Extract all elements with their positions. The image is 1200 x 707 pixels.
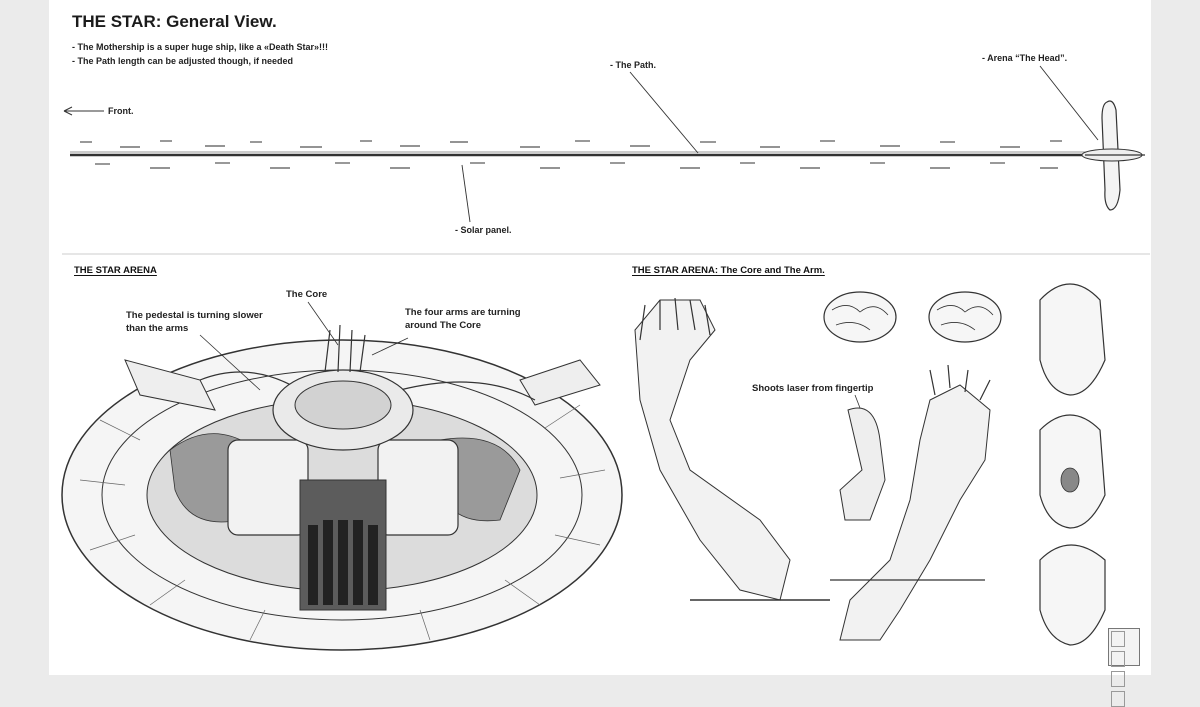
label-solar-panel: - Solar panel. <box>455 225 512 235</box>
label-four-arms-line-1: The four arms are turning <box>405 307 521 318</box>
label-the-core: The Core <box>286 289 328 300</box>
label-the-path: - The Path. <box>610 60 657 70</box>
section-title-star-arena: THE STAR ARENA <box>74 265 157 276</box>
note-mothership: - The Mothership is a super huge ship, l… <box>72 42 329 52</box>
note-path-length: - The Path length can be adjusted though… <box>72 56 294 66</box>
sketch-artwork <box>61 65 1150 651</box>
core-arm-drawing <box>634 283 1106 646</box>
label-pedestal-line-1: The pedestal is turning slower <box>126 310 263 321</box>
sheet-title: THE STAR: General View. <box>72 12 277 31</box>
artist-seal <box>1108 628 1140 707</box>
label-arena-head: - Arena “The Head”. <box>982 53 1068 63</box>
label-laser: Shoots laser from fingertip <box>752 383 874 394</box>
label-four-arms: The four arms are turning around The Cor… <box>405 306 521 332</box>
label-four-arms-line-2: around The Core <box>405 320 482 331</box>
path-overview-drawing <box>63 65 1145 223</box>
section-title-core-arm: THE STAR ARENA: The Core and The Arm. <box>632 265 825 276</box>
label-front: Front. <box>108 106 134 116</box>
label-pedestal-line-2: than the arms <box>126 323 189 334</box>
label-pedestal: The pedestal is turning slower than the … <box>126 309 263 335</box>
arena-drawing <box>61 301 623 651</box>
